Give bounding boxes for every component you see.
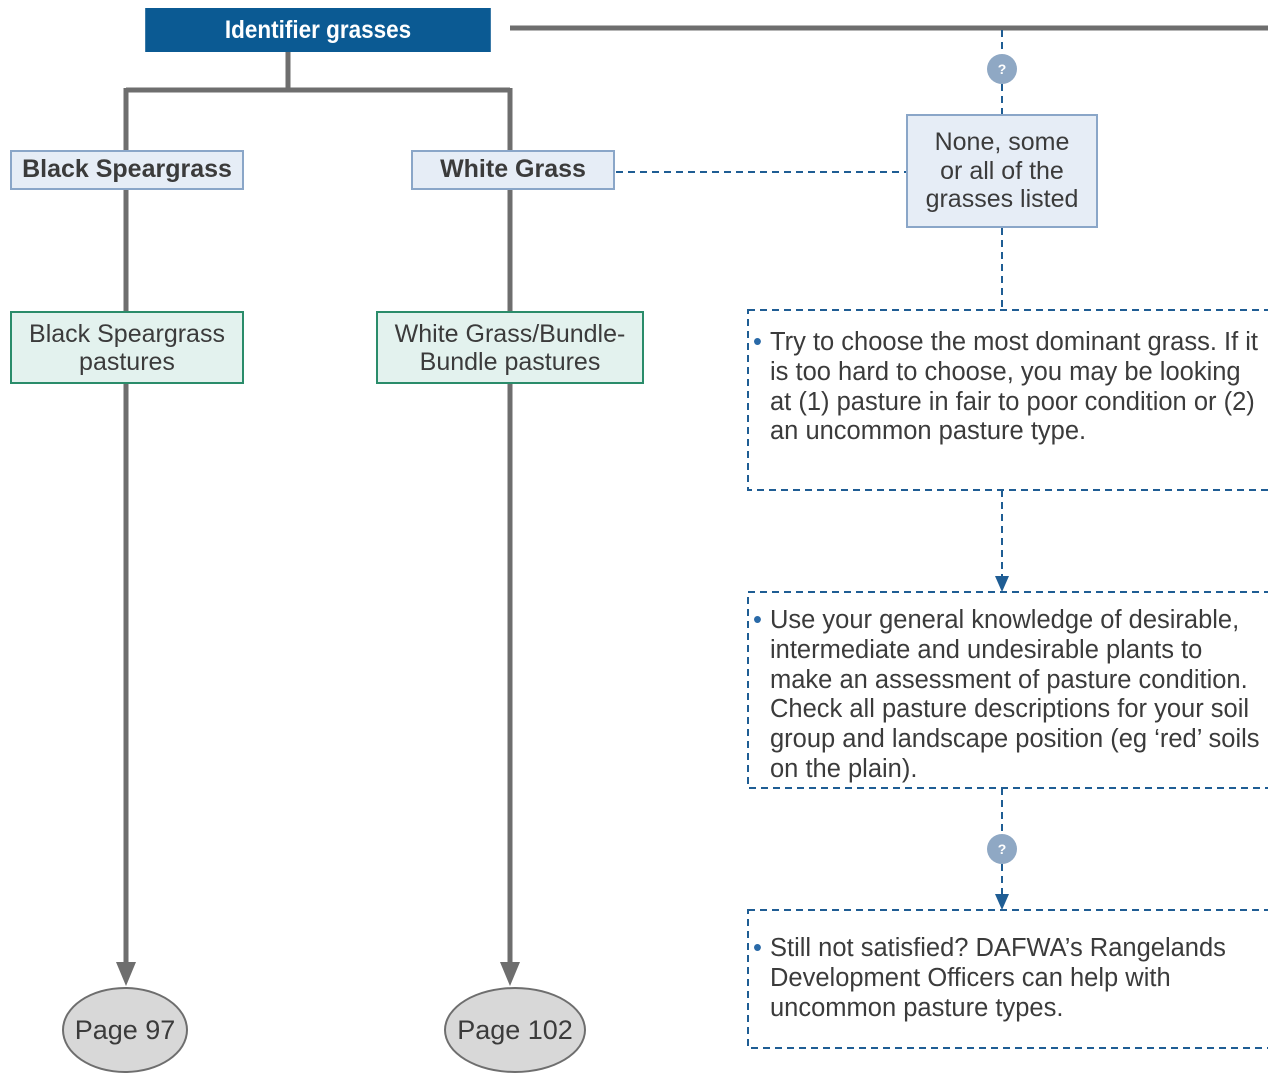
note-text: Try to choose the most dominant grass. I… — [770, 328, 1259, 446]
note2-dashed-frame — [747, 591, 1268, 789]
option-none-some-all: None, some or all of the grasses listed — [906, 114, 1098, 228]
pasture-line: White Grass/Bundle- — [394, 319, 626, 348]
pasture-line: pastures — [79, 347, 175, 376]
diagram-title: Identifier grasses — [145, 8, 491, 52]
pasture-white-grass-bundle: White Grass/Bundle- Bundle pastures — [376, 311, 644, 384]
category-label: Black Speargrass — [22, 155, 232, 184]
bullet: • — [753, 606, 762, 634]
page-102-link[interactable]: Page 102 — [444, 987, 586, 1073]
page-97-link[interactable]: Page 97 — [62, 987, 188, 1073]
option-line: or all of the — [940, 156, 1064, 185]
question-badge-top: ? — [987, 54, 1017, 84]
page-label: Page 102 — [457, 1014, 573, 1045]
note1-dashed-frame — [747, 309, 1268, 491]
option-line: grasses listed — [925, 185, 1079, 214]
dashed-arrow-head-2 — [995, 894, 1009, 910]
category-white-grass: White Grass — [411, 150, 615, 190]
page-label: Page 97 — [74, 1014, 176, 1045]
diagram-title-text: Identifier grasses — [224, 15, 412, 44]
note3-dashed-frame — [747, 909, 1268, 1049]
bullet: • — [753, 328, 762, 356]
note-still-not-satisfied: • Still not satisfied? DAFWA’s Rangeland… — [753, 934, 1265, 1023]
question-badge-bottom: ? — [987, 834, 1017, 864]
note-text: Still not satisfied? DAFWA’s Rangelands … — [770, 934, 1226, 1022]
dashed-arrow-head-1 — [995, 576, 1009, 592]
bullet: • — [753, 934, 762, 962]
category-label: White Grass — [440, 155, 586, 184]
category-black-speargrass: Black Speargrass — [10, 150, 244, 190]
pasture-line: Bundle pastures — [419, 347, 601, 376]
note-general-knowledge: • Use your general knowledge of desirabl… — [753, 606, 1265, 785]
note-dominant-grass: • Try to choose the most dominant grass.… — [753, 328, 1265, 447]
arrow-head-right — [500, 962, 520, 986]
pasture-line: Black Speargrass — [29, 319, 225, 348]
option-line: None, some — [934, 127, 1070, 156]
note-text: Use your general knowledge of desirable,… — [770, 606, 1260, 784]
arrow-head-left — [116, 962, 136, 986]
pasture-black-speargrass: Black Speargrass pastures — [10, 311, 244, 384]
